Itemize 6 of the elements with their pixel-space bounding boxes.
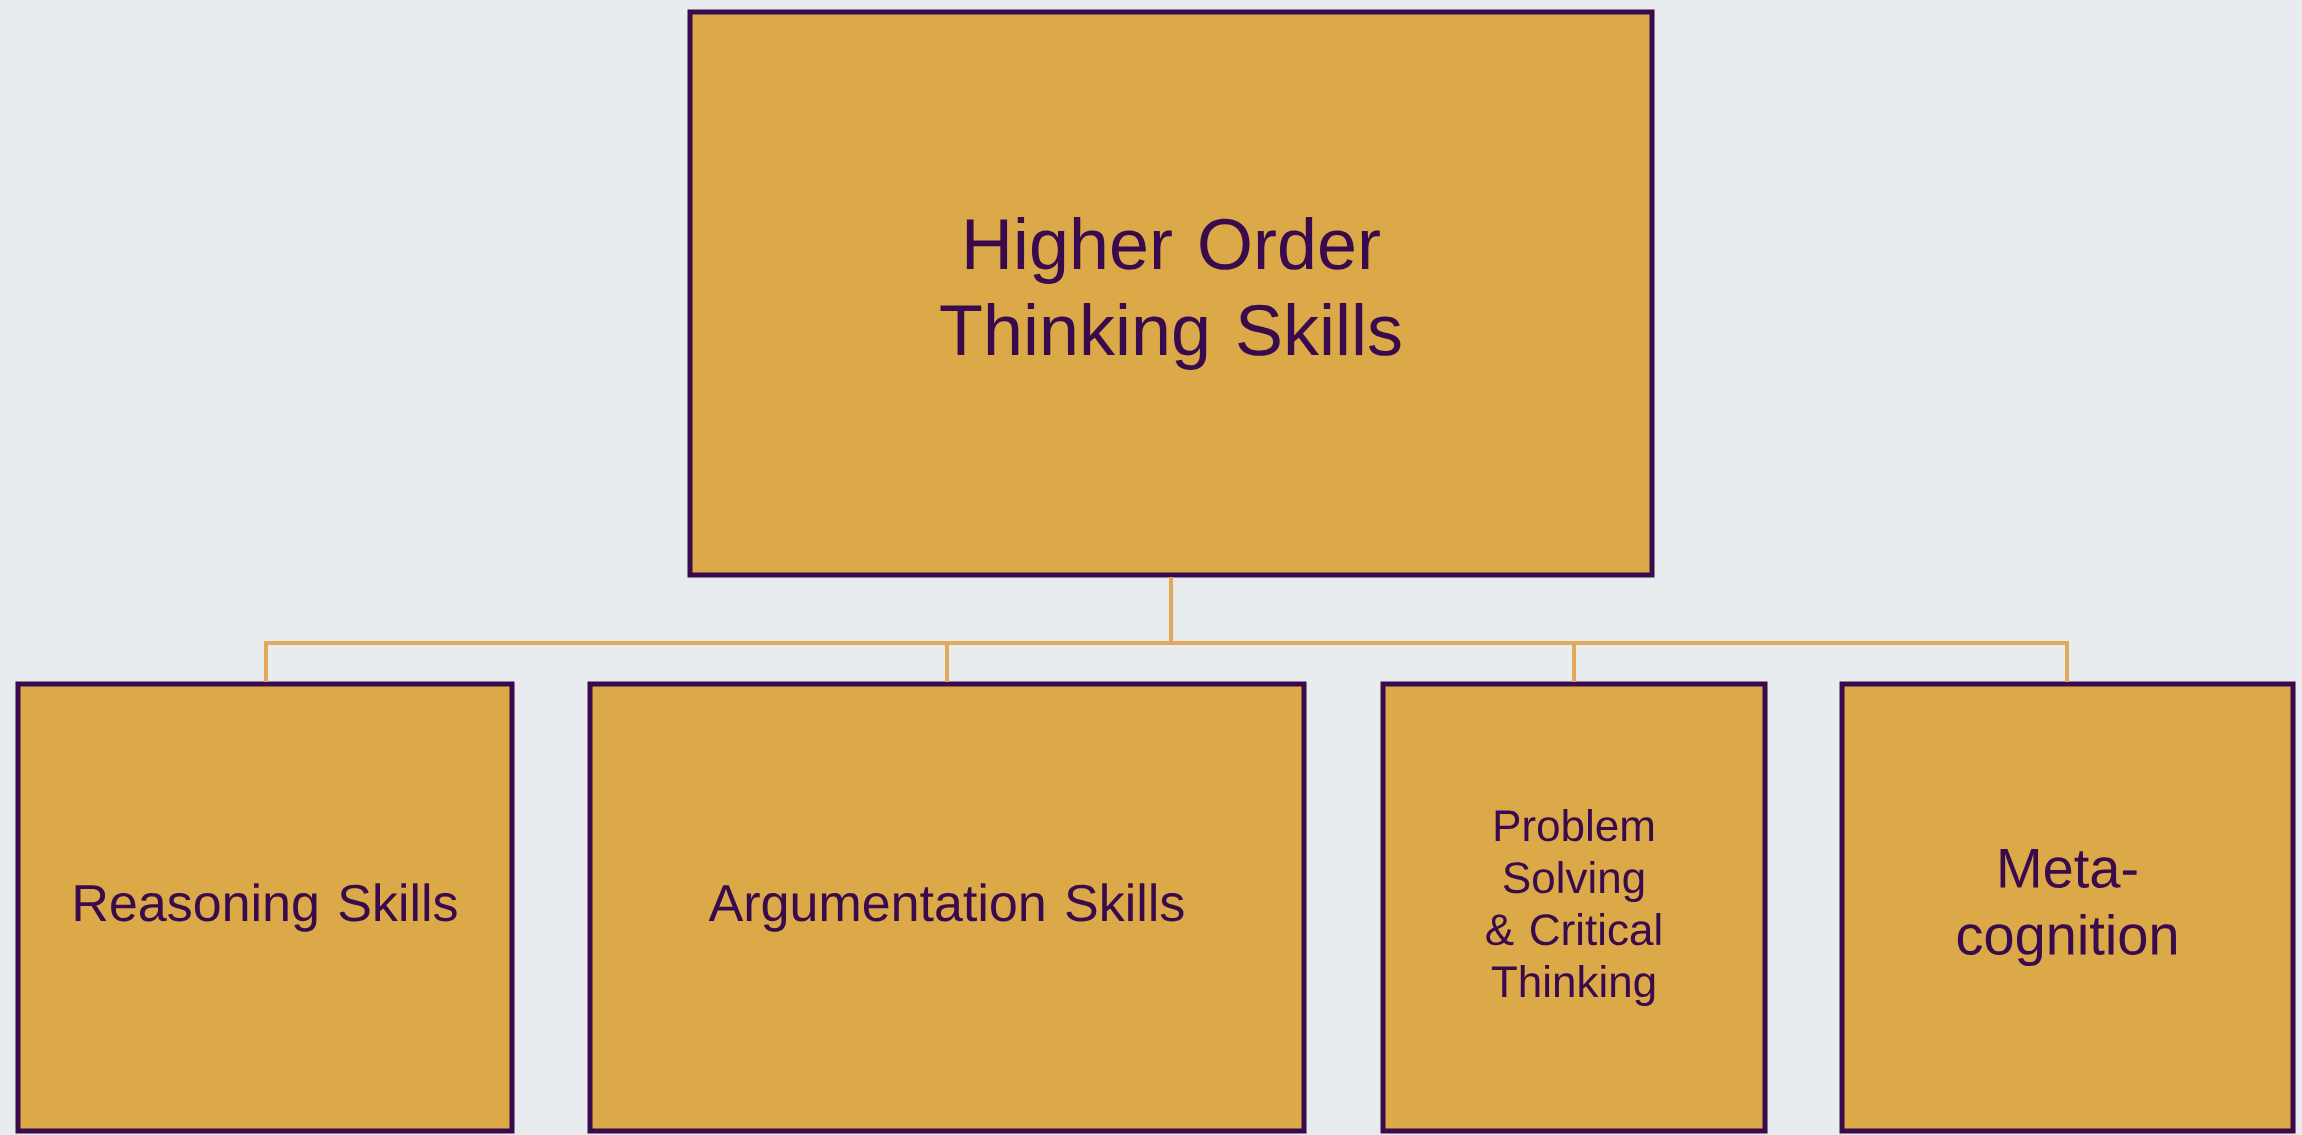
skill-box: Problem Solving & Critical Thinking (1380, 681, 1768, 1134)
skill-box: Reasoning Skills (15, 681, 515, 1134)
connector-line (1169, 577, 2070, 682)
skill-box: Meta-cognition (1839, 681, 2296, 1134)
skill-box: Higher Order Thinking Skills (687, 9, 1655, 578)
skill-box: Argumentation Skills (587, 681, 1307, 1134)
